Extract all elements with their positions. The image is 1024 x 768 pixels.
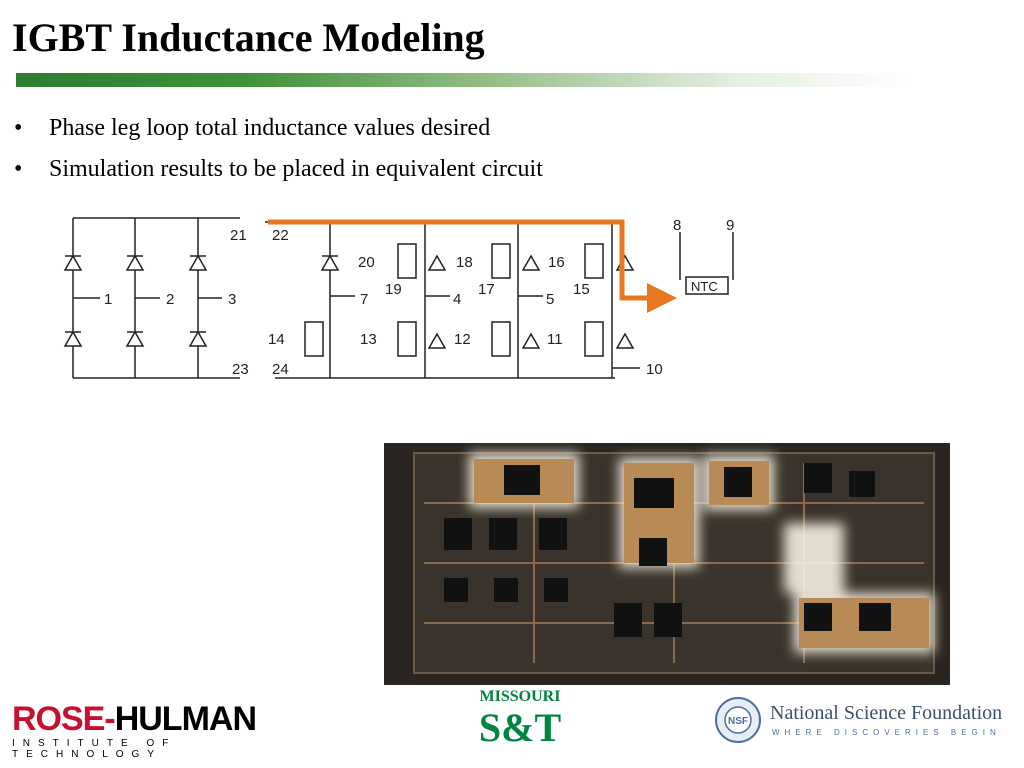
pin-label: 21 [230,227,247,244]
bullet-dot-icon: • [14,156,23,182]
pin-label: 10 [646,361,663,378]
pin-label: 22 [272,227,289,244]
rose-hulman-logo-word-b: HULMAN [114,700,257,738]
nsf-name: National Science Foundation [770,702,1003,724]
title-underline-bar [16,73,916,87]
bullet-text: Simulation results to be placed in equiv… [49,156,543,182]
nsf-logo: NSF National Science Foundation WHERE DI… [712,690,1012,750]
igbt-module-schematic: 21 22 1 2 3 23 24 20 19 18 17 16 15 7 4 … [63,217,734,379]
nsf-tagline: WHERE DISCOVERIES BEGIN [772,728,1001,737]
bullet-list: • Phase leg loop total inductance values … [14,112,543,194]
missouri-st-logo: MISSOURI S&T [478,688,562,760]
bullet-text: Phase leg loop total inductance values d… [49,115,491,141]
rose-hulman-logo: ROSE-HULMAN INSTITUTE OF TECHNOLOGY [12,700,272,760]
pin-label: 4 [453,291,461,308]
module-photo [384,443,950,685]
pin-label: 11 [547,331,563,348]
bullet-dot-icon: • [14,115,23,141]
pin-label: 23 [232,361,249,378]
pin-label: 13 [360,331,377,348]
pin-label: 8 [673,217,681,234]
pin-label: 15 [573,281,590,298]
rose-hulman-tagline: INSTITUTE OF TECHNOLOGY [12,738,177,760]
pin-label: 1 [104,291,112,308]
pin-label: 18 [456,254,473,271]
pin-label: 19 [385,281,402,298]
pin-label: 2 [166,291,174,308]
bullet-item: • Simulation results to be placed in equi… [14,153,543,194]
slide-title: IGBT Inductance Modeling [12,15,485,60]
bullet-item: • Phase leg loop total inductance values … [14,112,543,153]
ntc-label: NTC [691,279,718,294]
pin-label: 14 [268,331,285,348]
pin-label: 9 [726,217,734,234]
pin-label: 5 [546,291,554,308]
pin-label: 7 [360,291,368,308]
phase-leg-loop-highlight [268,219,677,313]
pin-label: 3 [228,291,236,308]
svg-text:NSF: NSF [728,716,748,727]
pin-label: 16 [548,254,565,271]
missouri-st-line2: S&T [478,705,562,750]
pin-label: 24 [272,361,289,378]
missouri-st-line1: MISSOURI [479,688,561,705]
rose-hulman-logo-word-a: ROSE- [12,700,116,738]
pin-label: 12 [454,331,471,348]
pin-label: 17 [478,281,495,298]
pin-label: 20 [358,254,375,271]
nsf-globe-icon: NSF [715,697,761,743]
